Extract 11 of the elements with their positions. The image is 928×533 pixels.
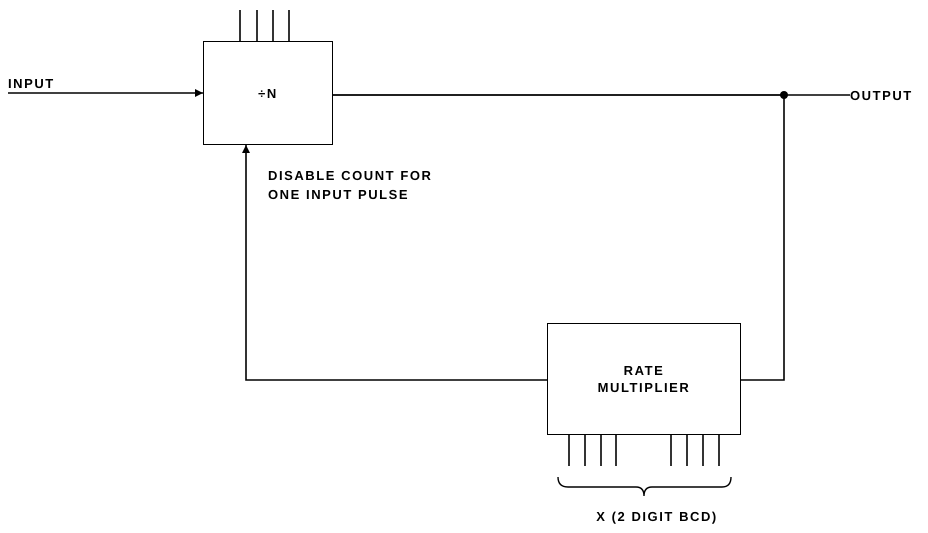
block-label: ÷N xyxy=(258,84,278,102)
arrow xyxy=(8,89,203,97)
arrow xyxy=(242,145,547,381)
edge-label: DISABLE COUNT FOR ONE INPUT PULSE xyxy=(268,167,434,204)
signal-line xyxy=(333,94,785,381)
block-label: INPUT xyxy=(8,76,55,91)
block-label: OUTPUT xyxy=(850,88,913,103)
block-label: RATE MULTIPLIER xyxy=(596,362,692,396)
divider-block xyxy=(203,41,333,145)
rate-multiplier-block xyxy=(547,323,741,435)
bus-label: X (2 DIGIT BCD) xyxy=(595,508,719,525)
